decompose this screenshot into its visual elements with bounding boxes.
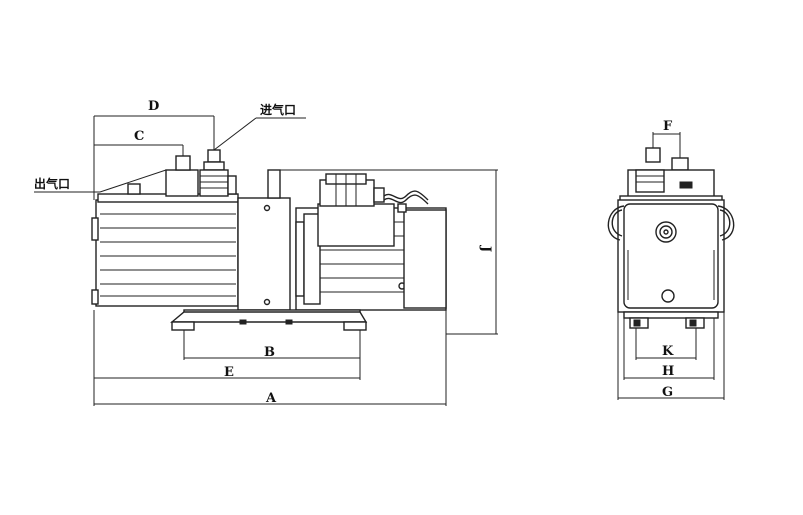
front-dimension-lines: [617, 132, 725, 400]
front-top-ports: [619, 147, 723, 205]
outlet-label: 出气口: [34, 176, 70, 191]
coupling-housing: [237, 169, 291, 311]
terminal-box: [317, 173, 429, 247]
inlet-label: 进气口: [260, 102, 296, 117]
dim-e-label: E: [224, 365, 234, 380]
dim-a-label: A: [265, 391, 277, 406]
dim-c-label: C: [134, 129, 144, 144]
outlet-port: [165, 155, 199, 197]
front-feet: [623, 311, 719, 329]
dim-g-label: G: [662, 385, 673, 400]
pump-head: [91, 183, 239, 307]
dim-b-label: B: [264, 345, 275, 360]
dim-j-label: J: [478, 245, 493, 252]
dim-f-label: F: [663, 119, 673, 134]
front-body: [607, 199, 735, 313]
dim-d-label: D: [148, 99, 159, 114]
inlet-port: [199, 149, 237, 197]
side-view: D C B E A J 进气口 出气口: [34, 99, 498, 406]
front-view: F K H G: [607, 119, 735, 400]
base-stand: [170, 309, 368, 331]
side-dimension-lines: [34, 115, 498, 406]
pump-head-fins: [100, 213, 236, 297]
dim-k-label: K: [662, 344, 674, 359]
dim-h-label: H: [662, 364, 674, 379]
